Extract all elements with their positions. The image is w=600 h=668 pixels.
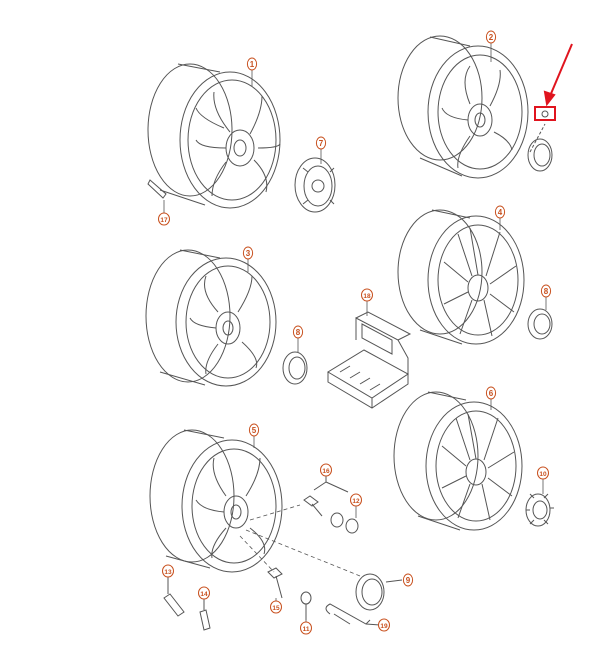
valve-14-part <box>199 598 211 631</box>
callout-cap-9: 9 <box>402 573 414 587</box>
callout-wheel-4: 4 <box>494 205 506 219</box>
cap-2-part <box>527 123 553 172</box>
cap-8b-part <box>527 308 553 340</box>
callout-label: 3 <box>246 249 251 258</box>
callout-wheel-6: 6 <box>485 386 497 400</box>
bolt-15-part <box>267 567 283 599</box>
callout-label: 1 <box>250 60 255 69</box>
callout-wheel-5: 5 <box>248 423 260 437</box>
callout-wheel-2: 2 <box>485 30 497 44</box>
callout-label: 8 <box>296 328 301 337</box>
callout-label: 12 <box>352 498 360 505</box>
callout-valve-14: 14 <box>198 586 210 600</box>
callout-leaders <box>247 42 547 622</box>
hook-19-part <box>325 603 381 626</box>
cap-7-part <box>294 157 336 213</box>
leader-lines <box>239 504 361 577</box>
callout-cap-7: 7 <box>315 136 327 150</box>
highlight-box <box>534 106 556 121</box>
callout-label: 16 <box>322 468 330 475</box>
callout-label: 4 <box>498 208 503 217</box>
callout-label: 2 <box>489 33 494 42</box>
callout-wheel-1: 1 <box>246 57 258 71</box>
cap-10-part <box>525 493 554 527</box>
callout-label: 8 <box>544 287 549 296</box>
cap-8a-part <box>282 351 308 385</box>
callout-cap-8b: 8 <box>540 284 552 298</box>
callout-wheel-3: 3 <box>242 246 254 260</box>
callout-case-18: 18 <box>361 288 373 302</box>
cap-9-part <box>355 573 403 611</box>
bolt-11-part <box>300 591 312 620</box>
callout-part-12: 12 <box>350 493 362 507</box>
callout-clip-17: 17 <box>158 212 170 226</box>
callout-label: 6 <box>489 389 494 398</box>
callout-valve-13: 13 <box>162 564 174 578</box>
wheel-1 <box>147 63 281 209</box>
callout-label: 10 <box>539 471 547 478</box>
callout-label: 15 <box>272 605 280 612</box>
callout-label: 14 <box>200 591 208 598</box>
callout-label: 13 <box>164 569 172 576</box>
callout-label: 17 <box>160 217 168 224</box>
wheel-3 <box>145 249 277 387</box>
callout-bolt-11: 11 <box>300 621 312 635</box>
highlight-arrow <box>543 43 573 107</box>
wheel-2 <box>397 35 529 179</box>
callout-label: 7 <box>319 139 324 148</box>
valve-13-part <box>163 576 185 617</box>
callout-hook-19: 19 <box>378 618 390 632</box>
callout-cap-10: 10 <box>537 466 549 480</box>
callout-cap-8a: 8 <box>292 325 304 339</box>
callout-label: 18 <box>363 293 371 300</box>
callout-group-16: 16 <box>320 463 332 477</box>
callout-label: 19 <box>380 623 388 630</box>
clip-17-part <box>147 179 167 199</box>
group-16-part <box>303 475 359 534</box>
wheel-5 <box>149 429 283 573</box>
callout-label: 9 <box>406 576 411 585</box>
case-18-part <box>327 311 412 409</box>
wheel-6 <box>393 391 523 531</box>
callout-label: 11 <box>303 626 310 633</box>
callout-bolt-15: 15 <box>270 600 282 614</box>
callout-label: 5 <box>252 426 257 435</box>
wheel-4 <box>397 209 525 345</box>
